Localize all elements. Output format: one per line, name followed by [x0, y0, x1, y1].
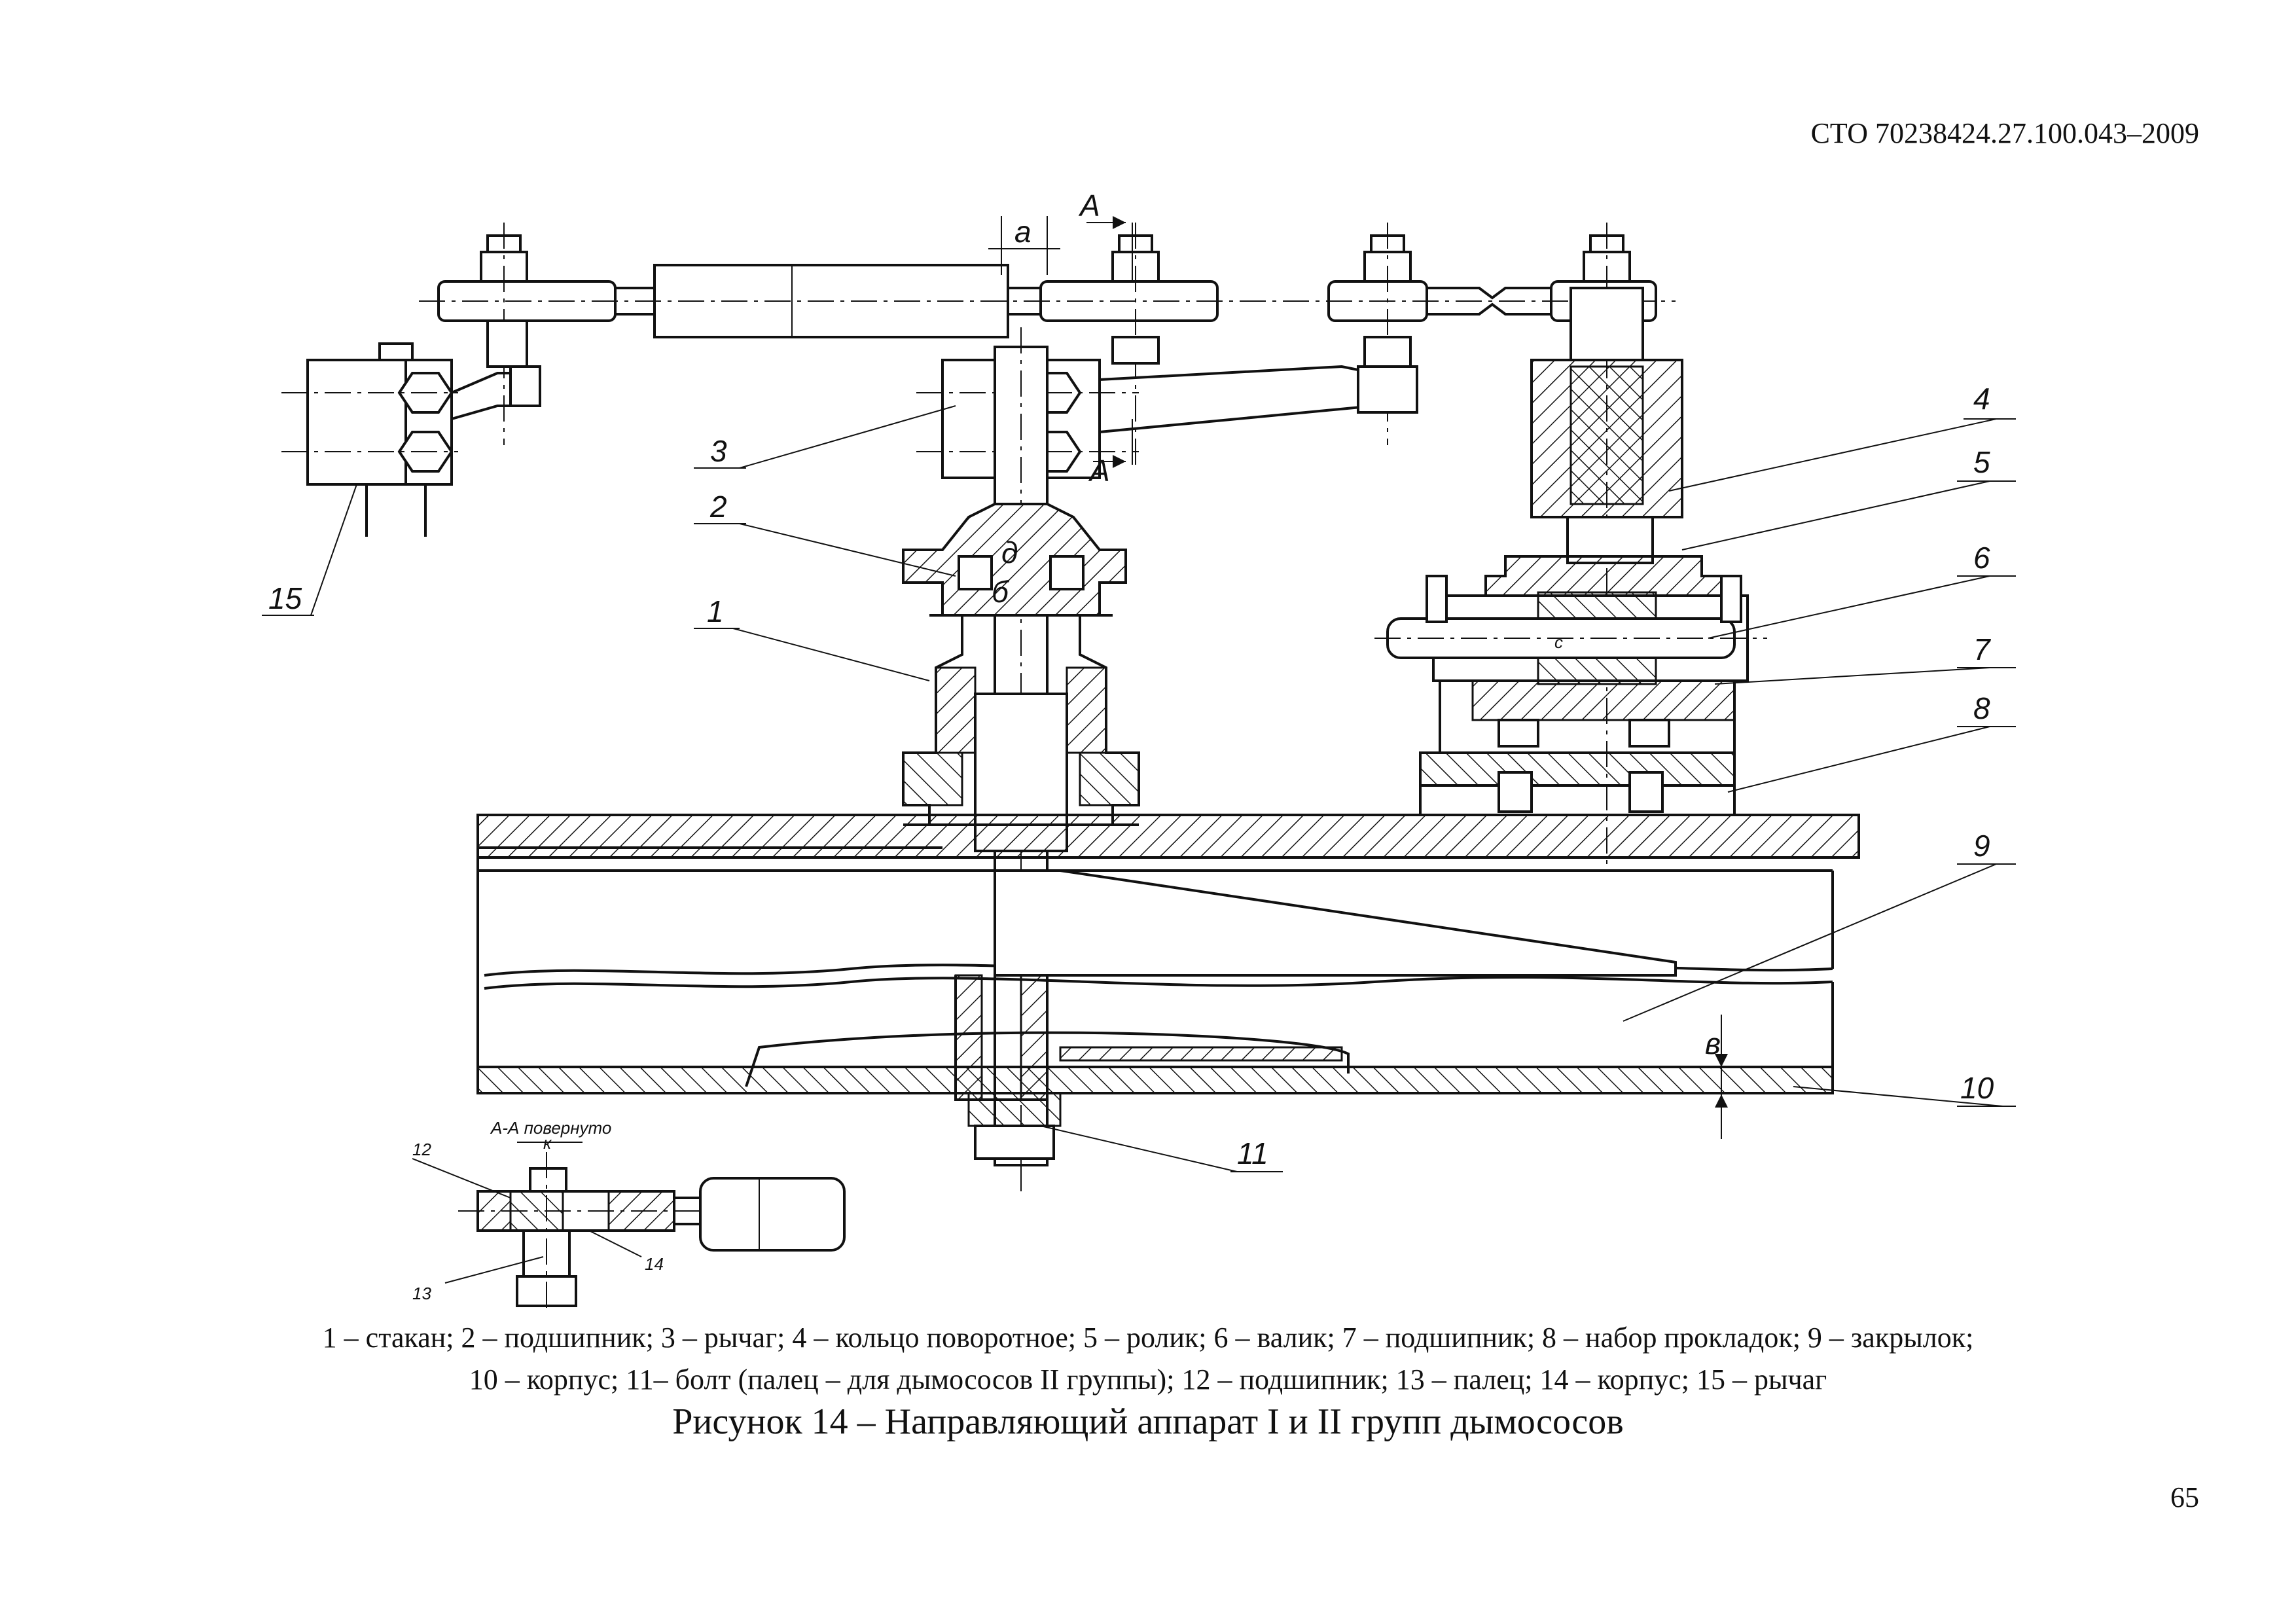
callout-8: 8	[1973, 691, 1990, 725]
dim-label-k: к	[543, 1133, 552, 1153]
lever-3	[916, 336, 1418, 479]
section-title: А-А повернуто	[490, 1118, 611, 1138]
callout-14: 14	[645, 1254, 664, 1274]
callout-2: 2	[709, 490, 727, 524]
callout-13: 13	[412, 1284, 431, 1303]
dimension-markers	[988, 216, 1133, 468]
callout-1: 1	[707, 594, 724, 628]
dim-label-c: с	[1554, 632, 1563, 652]
section-mark-a-bottom: А	[1088, 454, 1110, 488]
callout-10: 10	[1960, 1071, 1994, 1105]
leader-lines	[262, 405, 2016, 1284]
callout-9: 9	[1973, 829, 1990, 863]
callout-3: 3	[710, 434, 727, 468]
shaft-housing-1-2	[902, 327, 1140, 1178]
dim-label-a: а	[1014, 215, 1031, 249]
callout-12: 12	[412, 1140, 431, 1159]
lever-15	[281, 319, 541, 537]
callout-7: 7	[1973, 632, 1991, 666]
section-mark-a-top: А	[1078, 189, 1100, 223]
document-code: СТО 70238424.27.100.043–2009	[1810, 117, 2199, 149]
dim-label-b: б	[992, 575, 1010, 609]
page-number: 65	[2170, 1481, 2199, 1513]
legend-line-1: 1 – стакан; 2 – подшипник; 3 – рычаг; 4 …	[322, 1322, 1974, 1354]
callout-5: 5	[1973, 445, 1990, 479]
dim-label-d: д	[1001, 535, 1018, 569]
legend-line-2: 10 – корпус; 11– болт (палец – для дымос…	[469, 1363, 1827, 1396]
figure-title: Рисунок 14 – Направляющий аппарат I и II…	[672, 1401, 1624, 1442]
callout-6: 6	[1973, 541, 1990, 575]
callout-4: 4	[1973, 382, 1990, 416]
callout-15: 15	[268, 581, 302, 615]
housing-body-10	[476, 814, 1860, 1191]
section-a-a	[458, 1142, 846, 1309]
dim-label-v: в	[1705, 1026, 1721, 1060]
roller-assembly-4-8	[1374, 287, 1767, 816]
callout-11: 11	[1237, 1136, 1268, 1170]
